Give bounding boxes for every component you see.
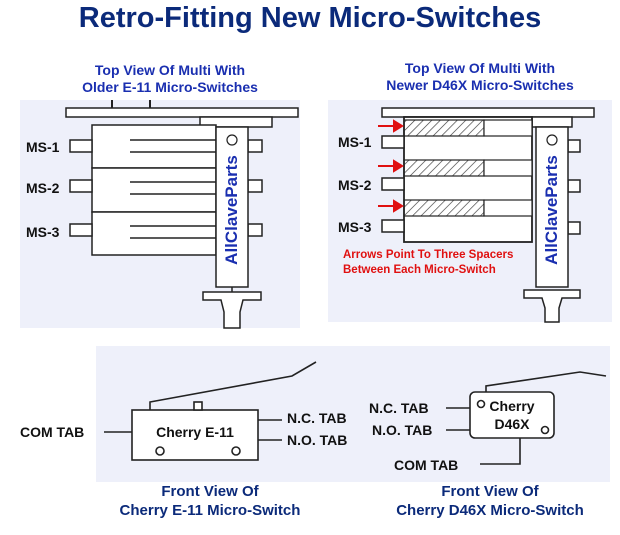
d46x-caption-line1: Front View Of (441, 483, 539, 500)
d46x-hole-2 (540, 425, 550, 435)
top-left-screw (226, 134, 238, 146)
d46x-switch (446, 371, 607, 465)
spacer-note: Arrows Point To Three Spacers Between Ea… (343, 248, 513, 278)
top-left-tab-2 (69, 179, 93, 193)
e11-caption: Front View Of Cherry E-11 Micro-Switch (100, 482, 320, 520)
e11-hole-1 (155, 446, 165, 456)
top-right-tabs (381, 135, 581, 235)
d46x-body-line1: Cherry (489, 398, 535, 414)
top-left-caption: Top View Of Multi With Older E-11 Micro-… (40, 62, 300, 96)
top-right-label-ms2: MS-2 (338, 177, 372, 193)
arrow-1-head (393, 119, 404, 133)
top-right-caption-line2: Newer D46X Micro-Switches (386, 77, 574, 93)
e11-switch (104, 361, 317, 461)
e11-no-tab-label: N.O. TAB (287, 432, 348, 448)
spacer-note-line1: Arrows Point To Three Spacers (343, 249, 514, 261)
spacer-note-line2: Between Each Micro-Switch (343, 264, 496, 276)
e11-nc-tab-label: N.C. TAB (287, 410, 347, 426)
e11-plunger (193, 401, 203, 411)
d46x-caption: Front View Of Cherry D46X Micro-Switch (370, 482, 610, 520)
top-right-spacer-1b (483, 119, 533, 137)
e11-body-label: Cherry E-11 (156, 424, 234, 440)
top-left-caption-line2: Older E-11 Micro-Switches (82, 79, 258, 95)
top-right-spacers (403, 119, 533, 217)
d46x-no-tab-label: N.O. TAB (372, 422, 433, 438)
top-right-tab-1 (381, 135, 405, 149)
top-left-label-ms2: MS-2 (26, 180, 60, 196)
top-right-caption: Top View Of Multi With Newer D46X Micro-… (350, 60, 610, 94)
top-right-tab-2 (381, 177, 405, 191)
top-left-plate (65, 107, 299, 118)
top-left-tab-3 (69, 223, 93, 237)
top-left-tab-1 (69, 139, 93, 153)
top-right-screw (546, 134, 558, 146)
d46x-caption-line2: Cherry D46X Micro-Switch (396, 502, 584, 519)
top-left-foot (202, 291, 262, 329)
d46x-com-lead (480, 438, 521, 465)
e11-com-tab-label: COM TAB (20, 424, 85, 440)
d46x-body-line2: D46X (494, 416, 530, 432)
d46x-body-label: Cherry D46X (470, 397, 554, 433)
e11-lever (149, 361, 317, 410)
page-title: Retro-Fitting New Micro-Switches (78, 2, 542, 34)
top-right-spacer-2b (483, 159, 533, 177)
top-left-label-ms1: MS-1 (26, 139, 60, 155)
top-right-label-ms1: MS-1 (338, 134, 372, 150)
arrow-3-head (393, 199, 404, 213)
e11-hole-2 (231, 446, 241, 456)
top-right-tab-3 (381, 219, 405, 233)
d46x-lever (485, 371, 607, 392)
e11-caption-line1: Front View Of (161, 483, 259, 500)
d46x-hole-1 (476, 399, 486, 409)
top-right-vertical-bar (535, 126, 569, 288)
top-left-caption-line1: Top View Of Multi With (94, 62, 246, 78)
top-right-arrows (378, 119, 404, 213)
e11-caption-line2: Cherry E-11 Micro-Switch (119, 502, 301, 519)
top-left-switches (69, 124, 263, 256)
top-right-caption-line1: Top View Of Multi With (404, 60, 556, 76)
arrow-2-head (393, 159, 404, 173)
top-right-spacer-3b (483, 199, 533, 217)
top-right-foot (523, 289, 581, 323)
d46x-body (469, 391, 555, 439)
top-right-housing (403, 116, 533, 243)
d46x-com-tab-label: COM TAB (394, 457, 459, 473)
top-left-label-ms3: MS-3 (26, 224, 60, 240)
top-right-label-ms3: MS-3 (338, 219, 372, 235)
d46x-nc-tab-label: N.C. TAB (369, 400, 429, 416)
top-left-vertical-bar (215, 126, 249, 288)
